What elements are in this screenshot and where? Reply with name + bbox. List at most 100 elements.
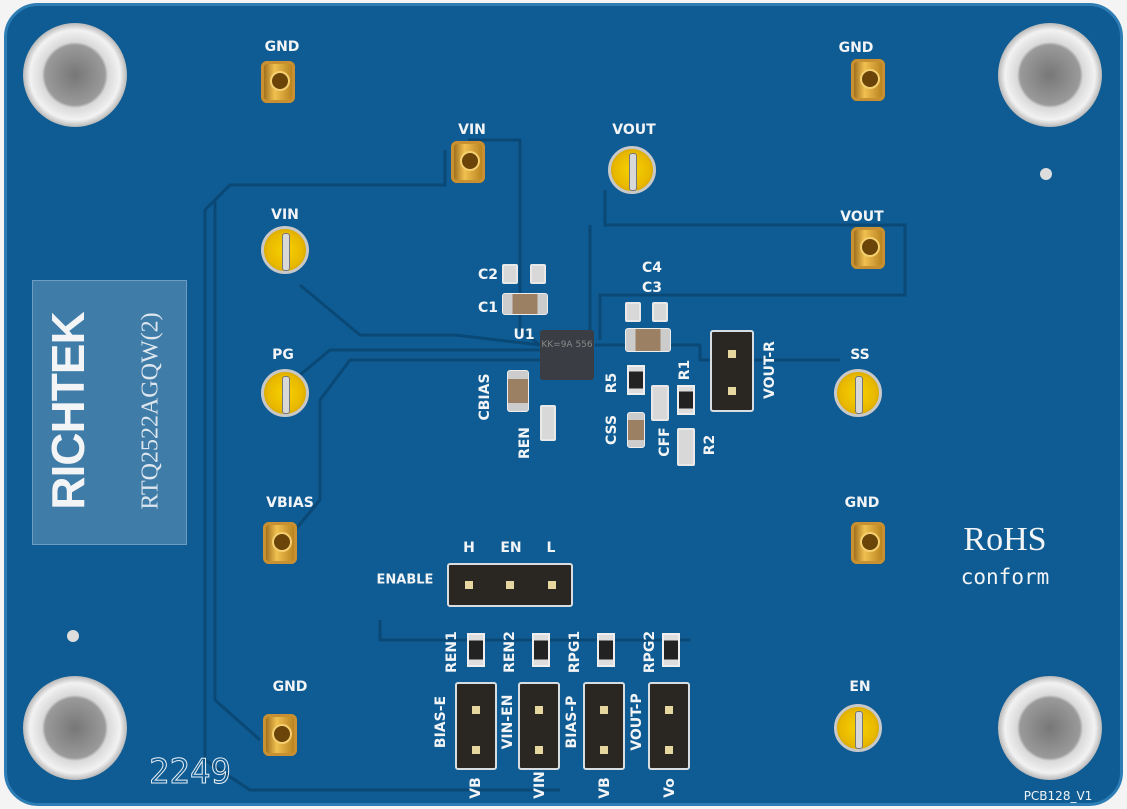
label-c4: C4 bbox=[641, 260, 663, 276]
resistor-ren1 bbox=[467, 633, 485, 667]
label-vin: VIN bbox=[458, 122, 486, 138]
label-pg: PG bbox=[272, 347, 294, 363]
label-gnd: GND bbox=[272, 679, 308, 695]
trace-vin-ic bbox=[468, 138, 541, 347]
ren-pads bbox=[540, 405, 556, 441]
vout-test-post[interactable] bbox=[851, 227, 885, 269]
gnd-test-post[interactable] bbox=[851, 522, 885, 564]
jumper-vin-en[interactable] bbox=[518, 682, 560, 770]
resistor-r5 bbox=[627, 365, 645, 395]
label-c3: C3 bbox=[641, 280, 663, 296]
label-vin: VIN bbox=[271, 207, 299, 223]
mounting-hole-bottom-left bbox=[23, 676, 127, 780]
label-c1: C1 bbox=[477, 300, 499, 316]
date-code: 2249 bbox=[149, 752, 232, 793]
vout-test-point[interactable] bbox=[608, 146, 656, 194]
label-vout-p: VOUT-P bbox=[629, 693, 645, 751]
gnd-test-post[interactable] bbox=[263, 714, 297, 756]
trace-vin2 bbox=[299, 283, 541, 347]
jumper-bias-p[interactable] bbox=[583, 682, 625, 770]
vout-r-jumper[interactable] bbox=[710, 330, 754, 412]
label-h: H bbox=[463, 540, 475, 556]
pcb-version: PCB128_V1 bbox=[1023, 789, 1093, 803]
vbias-test-post[interactable] bbox=[263, 522, 297, 564]
pcb-board bbox=[4, 3, 1123, 806]
resistor-r1 bbox=[677, 385, 695, 415]
capacitor-c3 bbox=[625, 328, 671, 352]
label-cff: CFF bbox=[657, 427, 673, 457]
label-gnd: GND bbox=[264, 39, 300, 55]
trace-pg bbox=[299, 348, 545, 377]
c4-pad bbox=[652, 302, 668, 322]
via-hole bbox=[67, 630, 79, 642]
label-en: EN bbox=[500, 540, 522, 556]
c4-pad bbox=[625, 302, 641, 322]
label-css: CSS bbox=[604, 414, 620, 446]
gnd-test-post[interactable] bbox=[851, 59, 885, 101]
label-vb: VB bbox=[597, 777, 613, 799]
label-vin-en: VIN-EN bbox=[500, 694, 516, 750]
cff-pads bbox=[651, 385, 669, 421]
capacitor-c1 bbox=[502, 293, 548, 315]
resistor-rpg1 bbox=[597, 633, 615, 667]
label-enable: ENABLE bbox=[376, 572, 434, 588]
capacitor-cbias bbox=[507, 370, 529, 412]
label-ss: SS bbox=[850, 347, 870, 363]
r2-pads bbox=[677, 428, 695, 466]
label-bias-e: BIAS-E bbox=[433, 695, 449, 749]
label-bias-p: BIAS-P bbox=[564, 695, 580, 749]
pg-test-point[interactable] bbox=[261, 369, 309, 417]
rohs-title: RoHS bbox=[963, 521, 1047, 558]
label-vbias: VBIAS bbox=[266, 495, 314, 511]
label-sticker: RICHTEK RTQ2522AGQW(2) bbox=[32, 280, 187, 545]
en-test-point[interactable] bbox=[834, 704, 882, 752]
label-l: L bbox=[546, 540, 556, 556]
label-vout-r: VOUT-R bbox=[762, 341, 778, 399]
label-en: EN bbox=[849, 679, 871, 695]
mounting-hole-top-left bbox=[23, 23, 127, 127]
label-gnd: GND bbox=[838, 40, 874, 56]
jumper-vout-p[interactable] bbox=[648, 682, 690, 770]
gnd-test-post[interactable] bbox=[261, 61, 295, 103]
part-number: RTQ2522AGQW(2) bbox=[137, 312, 164, 510]
rohs-sub: conform bbox=[960, 565, 1050, 589]
label-rpg2: RPG2 bbox=[642, 630, 658, 674]
trace-jumpers bbox=[378, 620, 690, 642]
ss-test-point[interactable] bbox=[834, 369, 882, 417]
mounting-hole-top-right bbox=[998, 23, 1102, 127]
label-ren2: REN2 bbox=[502, 631, 518, 673]
c2-pad bbox=[502, 264, 518, 284]
label-vout: VOUT bbox=[612, 122, 656, 138]
label-ren: REN bbox=[517, 426, 533, 460]
c2-pad bbox=[530, 264, 546, 284]
enable-header[interactable] bbox=[447, 563, 573, 607]
ic-marking: KK=9A 556 bbox=[541, 340, 593, 350]
trace-vbias bbox=[293, 358, 545, 531]
label-r2: R2 bbox=[702, 434, 718, 456]
resistor-rpg2 bbox=[662, 633, 680, 667]
label-ren1: REN1 bbox=[444, 631, 460, 673]
label-c2: C2 bbox=[477, 267, 499, 283]
vin-test-post[interactable] bbox=[451, 141, 485, 183]
jumper-bias-e[interactable] bbox=[455, 682, 497, 770]
label-vo: Vo bbox=[662, 778, 678, 798]
label-r5: R5 bbox=[604, 372, 620, 394]
trace-gnd bbox=[213, 200, 261, 742]
trace-vout bbox=[598, 190, 907, 340]
label-vb: VB bbox=[468, 777, 484, 799]
via-hole bbox=[1040, 168, 1052, 180]
mounting-hole-bottom-right bbox=[998, 676, 1102, 780]
label-r1: R1 bbox=[677, 359, 693, 381]
label-vout: VOUT bbox=[840, 209, 884, 225]
richtek-logo: RICHTEK bbox=[42, 312, 94, 510]
label-u1: U1 bbox=[513, 327, 535, 343]
trace-vin bbox=[203, 150, 560, 792]
label-rpg1: RPG1 bbox=[567, 630, 583, 674]
capacitor-css bbox=[627, 412, 645, 448]
label-cbias: CBIAS bbox=[477, 373, 493, 421]
label-vin: VIN bbox=[532, 771, 548, 799]
label-gnd: GND bbox=[844, 495, 880, 511]
ic-u1: KK=9A 556 bbox=[540, 330, 594, 380]
vin-test-point[interactable] bbox=[261, 226, 309, 274]
